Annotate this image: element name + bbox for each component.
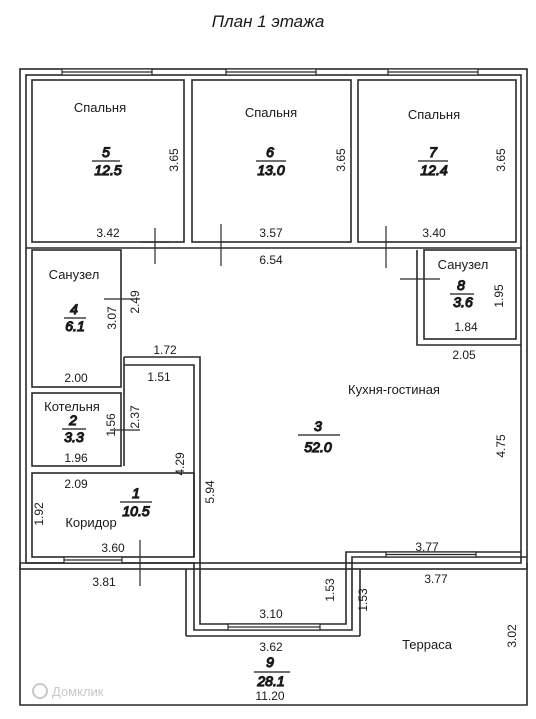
dim-total-w: 11.20 (255, 689, 284, 703)
dim-381: 3.81 (92, 575, 116, 589)
dim-boiler-h2: 2.37 (128, 405, 142, 429)
dim-corr-h2: 4.29 (173, 452, 187, 476)
bedroom-5-wall (31, 79, 185, 243)
room-number-4: 4 (70, 301, 78, 317)
room-name-boiler: Котельня (44, 399, 100, 414)
room-number-5: 5 (102, 144, 110, 160)
dim-153a: 1.53 (323, 578, 337, 602)
dim-377a: 3.77 (415, 540, 439, 554)
watermark-logo-icon (32, 683, 48, 699)
room-area-1: 10.5 (122, 503, 149, 519)
bedroom-6-wall (191, 79, 352, 243)
room-number-7: 7 (429, 144, 438, 160)
dim-bath8-w: 1.84 (454, 320, 478, 334)
dim-boiler-w: 1.96 (64, 451, 88, 465)
room-name-bed7: Спальня (408, 107, 460, 122)
dim-bed7-w: 3.40 (422, 226, 446, 240)
room-name-corridor: Коридор (65, 515, 116, 530)
room-area-4: 6.1 (65, 318, 84, 334)
room-number-8: 8 (457, 277, 465, 293)
room-name-bed6: Спальня (245, 105, 297, 120)
room-area-9: 28.1 (256, 673, 284, 689)
watermark-text: Домклик (52, 684, 104, 699)
dim-hall-w: 6.54 (259, 253, 283, 267)
dimension-labels: 3.65 3.65 3.65 3.42 3.57 3.40 6.54 1.95 … (32, 148, 519, 703)
room-names: Спальня Спальня Спальня Санузел Санузел … (44, 100, 488, 652)
room-area-8: 3.6 (453, 294, 473, 310)
dim-corr-w: 3.60 (101, 541, 125, 555)
bathroom-8-wall (423, 249, 517, 340)
dim-boiler-h: 1.56 (104, 413, 118, 437)
bedroom-7-wall (357, 79, 517, 243)
dim-151: 1.51 (147, 370, 171, 384)
door-marks (104, 224, 440, 586)
dim-corr-w-top: 2.09 (64, 477, 88, 491)
dim-terrace-h: 3.02 (505, 624, 519, 648)
dim-377b: 3.77 (424, 572, 448, 586)
dim-172: 1.72 (153, 343, 177, 357)
room-name-kitchen: Кухня-гостиная (348, 382, 440, 397)
room-number-2: 2 (68, 412, 77, 428)
dim-bed5-w: 3.42 (96, 226, 120, 240)
watermark: Домклик (32, 683, 104, 699)
dim-corr-h: 1.92 (32, 502, 46, 526)
dim-bath4-h2: 2.49 (128, 290, 142, 314)
room-name-bath4: Санузел (49, 267, 100, 282)
dim-bed6-h: 3.65 (334, 148, 348, 172)
room-area-3: 52.0 (304, 439, 331, 455)
room-name-terrace: Терраса (402, 637, 453, 652)
bathroom-4-wall (31, 249, 122, 388)
dim-kitchen-h: 5.94 (203, 480, 217, 504)
dim-bath8-h: 1.95 (492, 284, 506, 308)
dim-bed6-w: 3.57 (259, 226, 283, 240)
dim-bed5-h: 3.65 (167, 148, 181, 172)
dim-310: 3.10 (259, 607, 283, 621)
room-number-3: 3 (314, 418, 322, 434)
room-name-bath8: Санузел (438, 257, 489, 272)
room-number-6: 6 (266, 144, 274, 160)
dim-bath8-gap: 2.05 (452, 348, 476, 362)
room-area-5: 12.5 (94, 162, 121, 178)
room-area-2: 3.3 (64, 429, 84, 445)
room-number-1: 1 (132, 485, 140, 501)
windows (61, 68, 479, 631)
room-area-6: 13.0 (257, 162, 284, 178)
dim-kitchen-r: 4.75 (494, 434, 508, 458)
room-name-bed5: Спальня (74, 100, 126, 115)
room-area-7: 12.4 (420, 162, 447, 178)
dim-153b: 1.53 (356, 588, 370, 612)
dim-bath4-w: 2.00 (64, 371, 88, 385)
room-number-9: 9 (266, 654, 274, 670)
room-numbers: 5 12.5 6 13.0 7 12.4 4 6.1 8 3.6 2 3.3 1… (62, 143, 474, 690)
plan-title: План 1 этажа (212, 12, 325, 31)
dim-bath4-h: 3.07 (105, 306, 119, 330)
dim-bed7-h: 3.65 (494, 148, 508, 172)
dim-362: 3.62 (259, 640, 283, 654)
